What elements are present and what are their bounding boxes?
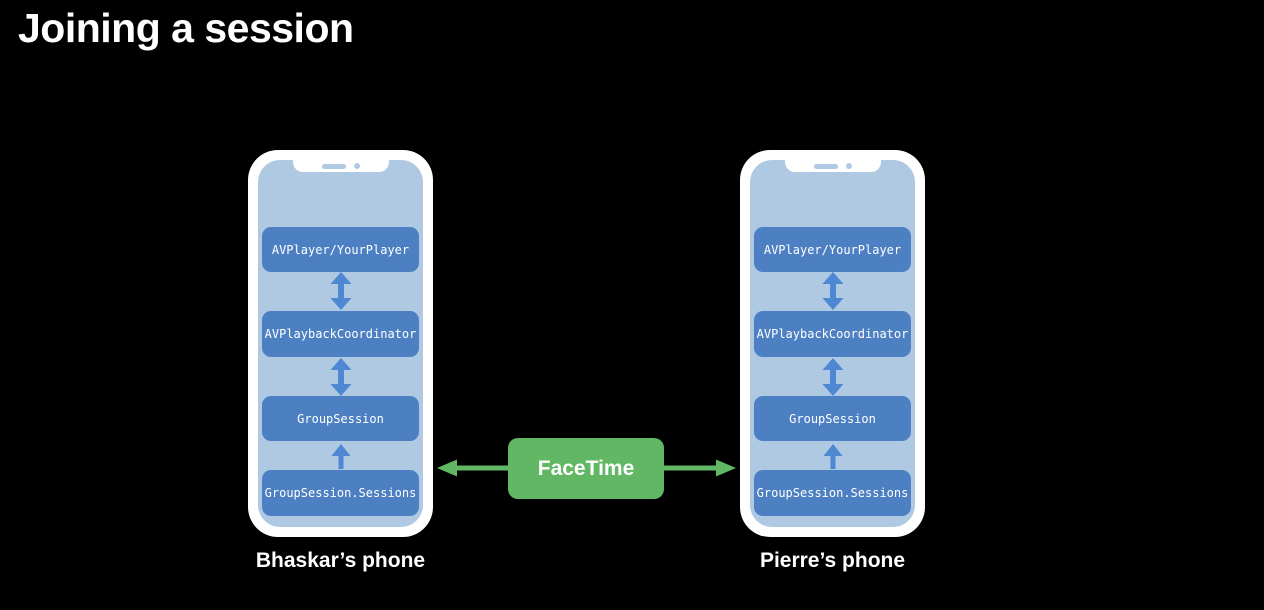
camera-dot [353, 163, 360, 169]
phone-notch [292, 160, 389, 172]
phone-frame: AVPlayer/YourPlayer AVPlaybackCoordinato… [248, 150, 433, 537]
arrow-right-icon [664, 458, 736, 478]
speaker-slot [813, 163, 838, 169]
node-groupsession-sessions: GroupSession.Sessions [754, 470, 911, 516]
node-avplaybackcoordinator: AVPlaybackCoordinator [262, 311, 419, 357]
double-arrow-icon [820, 272, 846, 310]
facetime-box: FaceTime [508, 438, 664, 499]
node-avplaybackcoordinator: AVPlaybackCoordinator [754, 311, 911, 357]
phone-notch [784, 160, 881, 172]
phone-label: Pierre’s phone [759, 549, 906, 572]
up-arrow-icon [330, 444, 352, 469]
node-groupsession: GroupSession [754, 396, 911, 441]
phone-label: Bhaskar’s phone [255, 549, 426, 572]
double-arrow-icon [328, 358, 354, 396]
camera-dot [845, 163, 852, 169]
phone-bhaskar: AVPlayer/YourPlayer AVPlaybackCoordinato… [248, 150, 433, 573]
up-arrow-icon [822, 444, 844, 469]
node-avplayer: AVPlayer/YourPlayer [262, 227, 419, 272]
phone-frame: AVPlayer/YourPlayer AVPlaybackCoordinato… [740, 150, 925, 537]
phone-pierre: AVPlayer/YourPlayer AVPlaybackCoordinato… [740, 150, 925, 573]
node-avplayer: AVPlayer/YourPlayer [754, 227, 911, 272]
double-arrow-icon [820, 358, 846, 396]
node-groupsession-sessions: GroupSession.Sessions [262, 470, 419, 516]
page-title: Joining a session [18, 5, 354, 51]
phone-screen: AVPlayer/YourPlayer AVPlaybackCoordinato… [750, 160, 915, 527]
arrow-left-icon [437, 458, 509, 478]
speaker-slot [321, 163, 346, 169]
phone-screen: AVPlayer/YourPlayer AVPlaybackCoordinato… [258, 160, 423, 527]
double-arrow-icon [328, 272, 354, 310]
node-groupsession: GroupSession [262, 396, 419, 441]
